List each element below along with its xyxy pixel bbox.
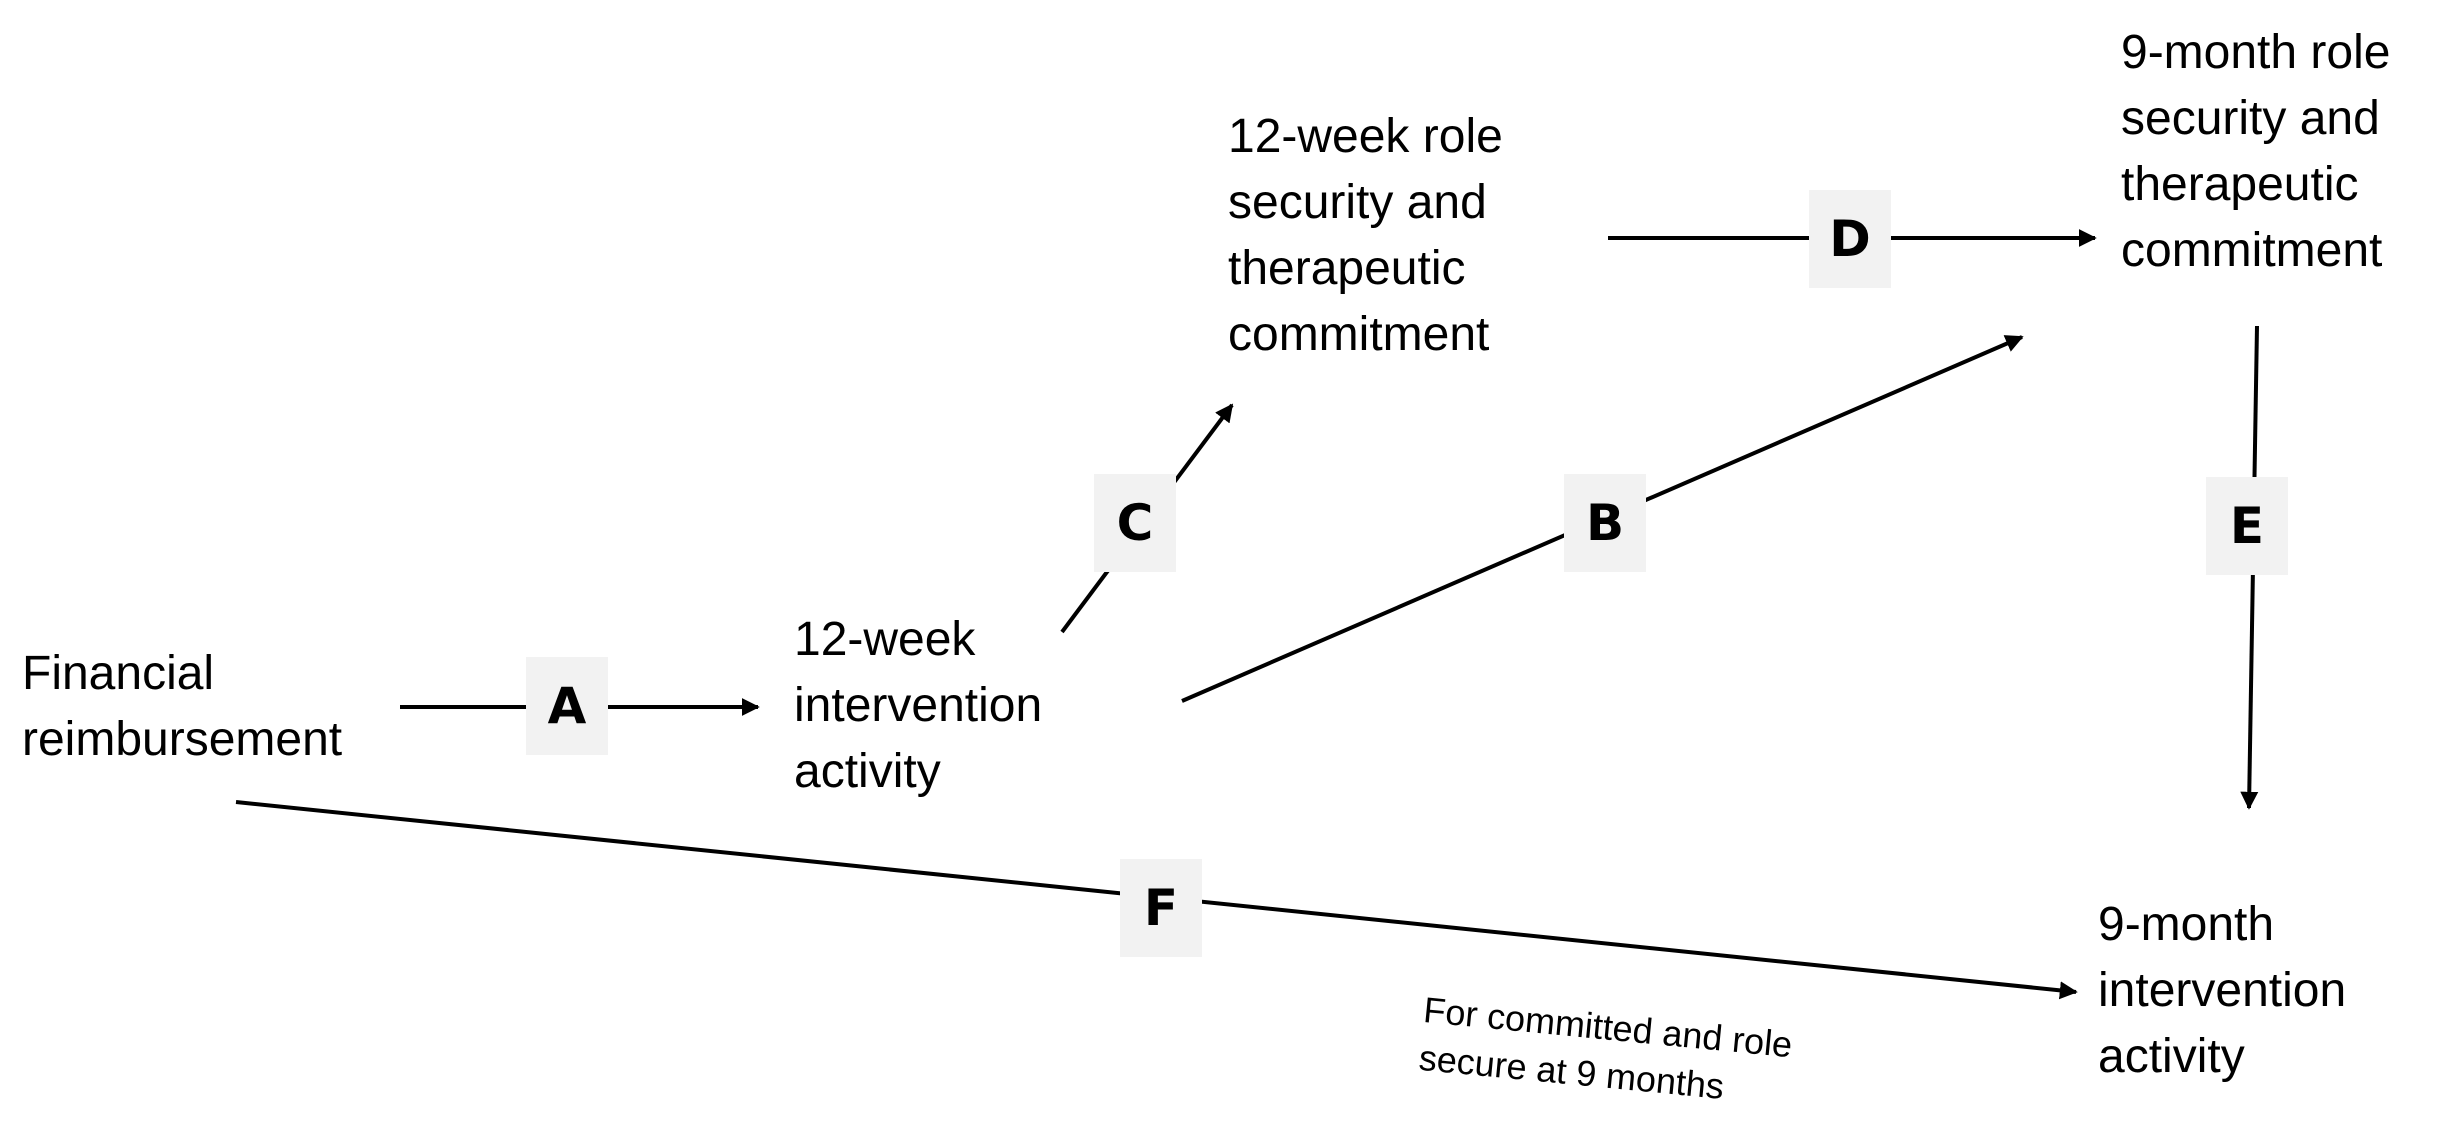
node-12-week-intervention-activity: 12-week intervention activity (794, 613, 1043, 798)
node-9-month-intervention-activity: 9-month intervention activity (2098, 898, 2347, 1083)
path-label-a: A (526, 657, 608, 755)
node-9-month-role-security: 9-month role security and therapeutic co… (2121, 26, 2391, 277)
node-financial-reimbursement: Financial reimbursement (22, 647, 343, 766)
path-label-e: E (2206, 477, 2288, 575)
path-label-f: F (1120, 859, 1202, 957)
path-label-b: B (1564, 474, 1646, 572)
node-12-week-role-security: 12-week role security and therapeutic co… (1228, 110, 1503, 361)
path-label-d: D (1809, 190, 1891, 288)
path-label-c: C (1094, 474, 1176, 572)
